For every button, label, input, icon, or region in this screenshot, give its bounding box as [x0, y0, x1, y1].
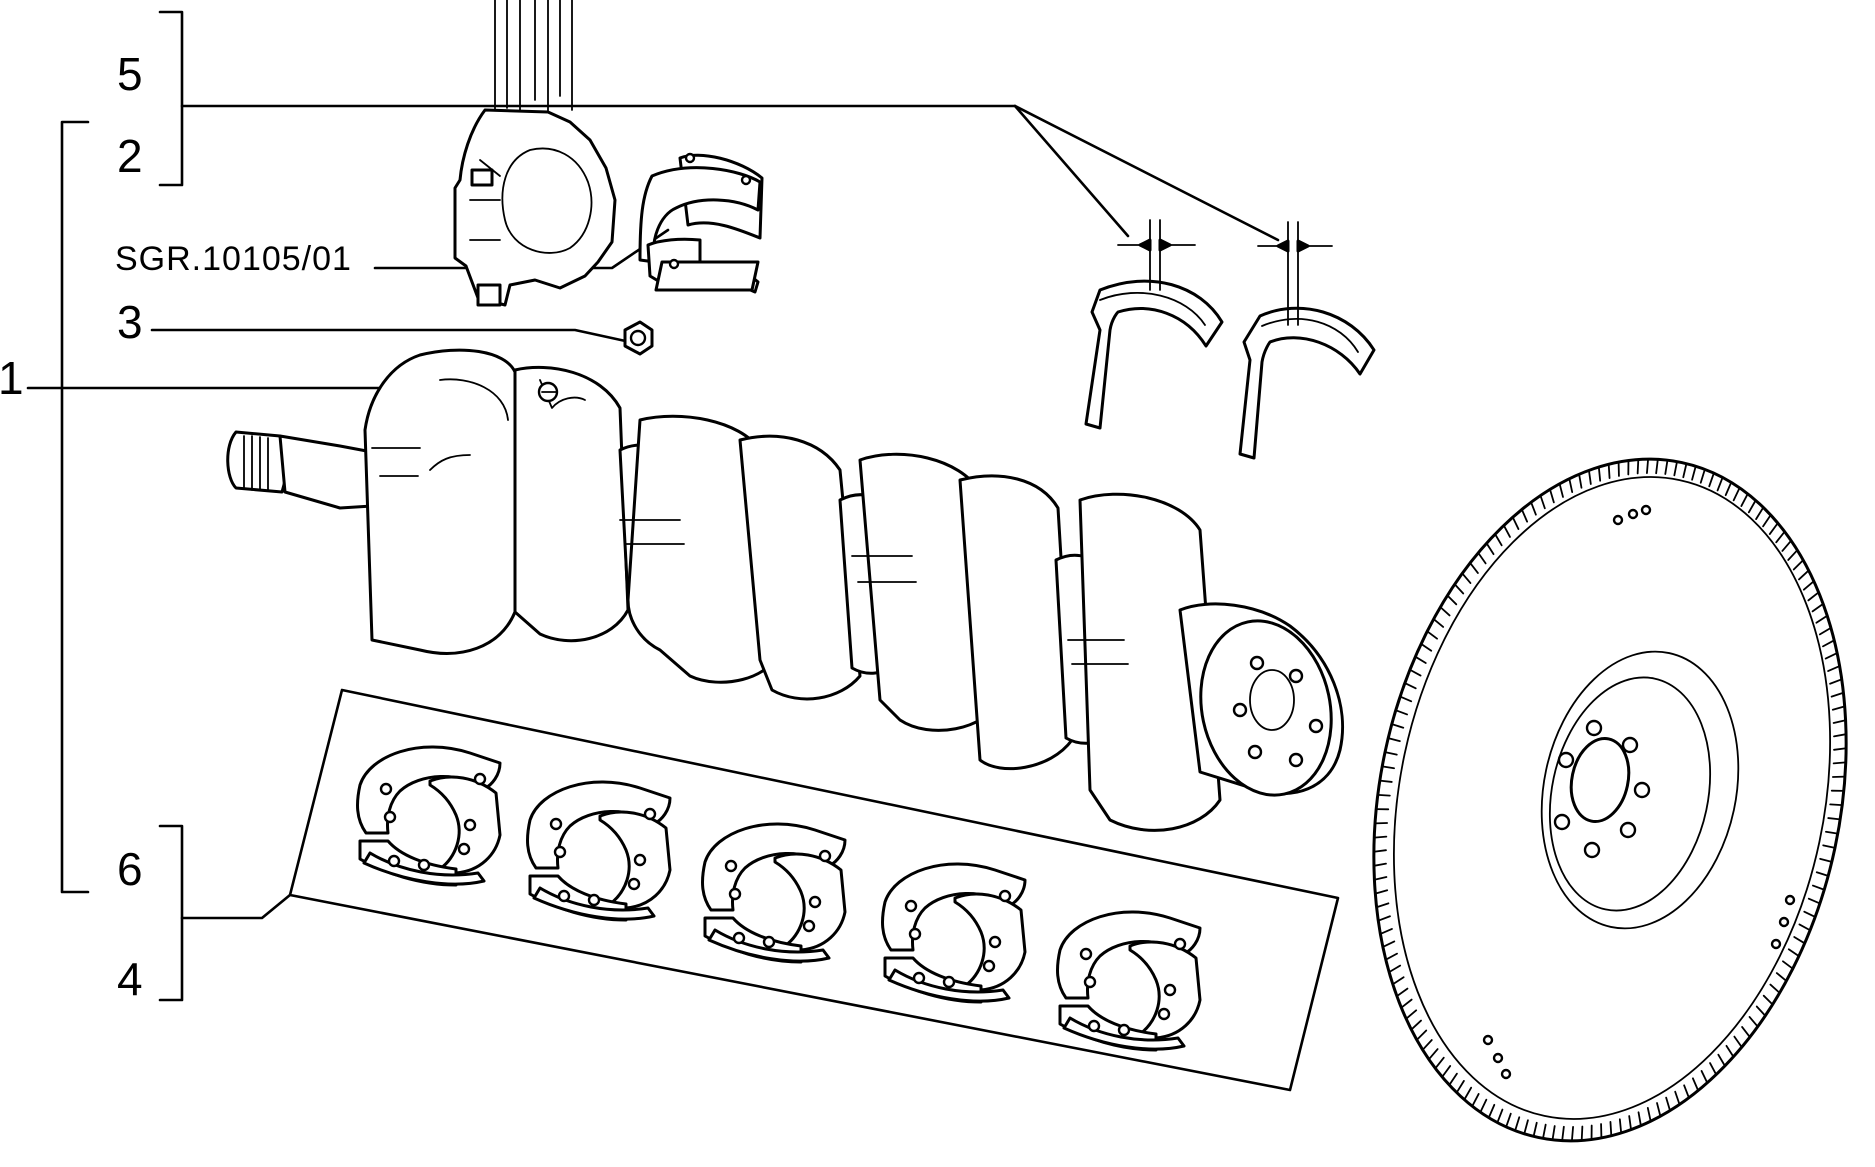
gear-tooth: [1610, 1122, 1611, 1136]
callout-4: 4: [117, 953, 143, 1005]
flywheel: [1313, 415, 1875, 1162]
nut-part-3: [625, 322, 652, 354]
gear-tooth: [1378, 795, 1390, 796]
callout-5: 5: [117, 48, 143, 100]
main-bearing-shells: [358, 747, 1200, 1050]
main-bearing-shell-pair: [1058, 912, 1200, 1050]
main-bearing-shell-pair: [528, 782, 670, 920]
connecting-rod: [455, 0, 615, 305]
main-bearing-shell-pair: [703, 824, 845, 962]
callout-2: 2: [117, 130, 143, 182]
gear-tooth: [1582, 1127, 1583, 1141]
callout-reference: SGR.10105/01: [115, 240, 352, 278]
gear-tooth: [1374, 837, 1386, 838]
callout-6: 6: [117, 843, 143, 895]
main-bearing-shell-pair: [358, 747, 500, 885]
gear-tooth: [1572, 1127, 1573, 1141]
callout-1: 1: [0, 352, 24, 404]
gear-tooth: [1638, 460, 1639, 474]
gear-tooth: [1609, 464, 1610, 478]
rod-bearing-shells: [640, 154, 762, 292]
gear-tooth: [1647, 459, 1648, 473]
thrust-washers: [1086, 220, 1374, 458]
gear-tooth: [1834, 762, 1846, 763]
gear-tooth: [1830, 804, 1842, 805]
main-bearing-shell-pair: [883, 864, 1025, 1002]
callout-3: 3: [117, 296, 143, 348]
